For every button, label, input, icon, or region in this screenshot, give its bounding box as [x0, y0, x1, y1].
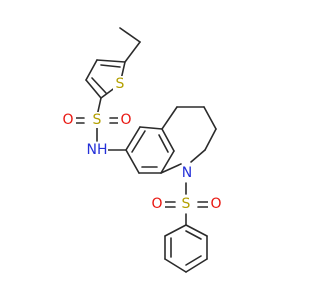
bond-benzene-c3-c4-double [158, 134, 169, 153]
bond-thiophene-c3-c4 [85, 59, 98, 81]
atom-label-ring-n: N [182, 165, 192, 181]
atom-label-sulfonamide-s: S [93, 112, 102, 128]
bond-thiophene-c2-c3-double [91, 77, 107, 94]
atom-sulfonamide-o-right: O [118, 112, 134, 128]
atom-sulfonyl-o-left: O [149, 196, 165, 212]
bond-ethyl-ch2 [124, 41, 141, 63]
atom-label-sulfonyl-s: S [182, 196, 191, 212]
bond-thiophene-c4-c5-double [100, 64, 121, 68]
bond-ethyl-ch3 [119, 27, 141, 43]
bond-benzene-c1-c2-double [131, 130, 146, 153]
molecule-canvas: S S O O NH N S O [60, 27, 224, 273]
atom-label-thiophene-s: S [116, 76, 125, 92]
atom-label-sulfonamide-o-left: O [62, 112, 73, 128]
atom-label-amide-nh: NH [87, 142, 108, 158]
bond-thiophene-c2-c3 [85, 79, 102, 99]
atom-label-sulfonyl-o-right: O [210, 196, 221, 212]
atom-sulfonyl-o-right: O [208, 196, 224, 212]
bond-cyclo-c3-c2 [203, 106, 217, 130]
atom-label-sulfonamide-o-right: O [120, 112, 131, 128]
bond-phenyl-3-4 [164, 258, 187, 273]
bond-benzene-c1-c2 [125, 126, 141, 151]
atom-ring-n: N [179, 165, 195, 181]
atom-label-sulfonyl-o-left: O [151, 196, 162, 212]
bond-phenyl-4-5-double [185, 255, 202, 266]
bond-benzene-c3-c4 [161, 128, 175, 152]
atom-sulfonamide-s: S [90, 112, 104, 128]
atom-amide-nh: NH [84, 142, 108, 158]
molecule-diagram: S S O O NH N S O [60, 27, 224, 273]
bond-phenyl-4-5 [185, 258, 208, 273]
bond-cyclo-n-c8a [160, 163, 182, 174]
bond-cyclo-c4a-c4 [161, 106, 178, 130]
bond-benzene-c4-c5 [160, 150, 175, 174]
bond-phenyl-1-2 [164, 224, 187, 237]
bond-benzene-c2-c3 [139, 126, 163, 130]
atom-sulfonyl-s: S [179, 196, 193, 212]
atom-sulfonamide-o-left: O [60, 112, 76, 128]
bond-phenyl-6-1-double [185, 230, 202, 240]
bond-benzene-c6-c1 [125, 149, 140, 174]
atom-thiophene-s: S [113, 76, 127, 92]
bond-thiophene-c4-c5 [96, 59, 126, 63]
bond-cyclo-c2-c1 [204, 128, 217, 151]
bond-phenyl-6-1 [185, 224, 208, 237]
bond-cyclo-c1-n [190, 149, 206, 163]
